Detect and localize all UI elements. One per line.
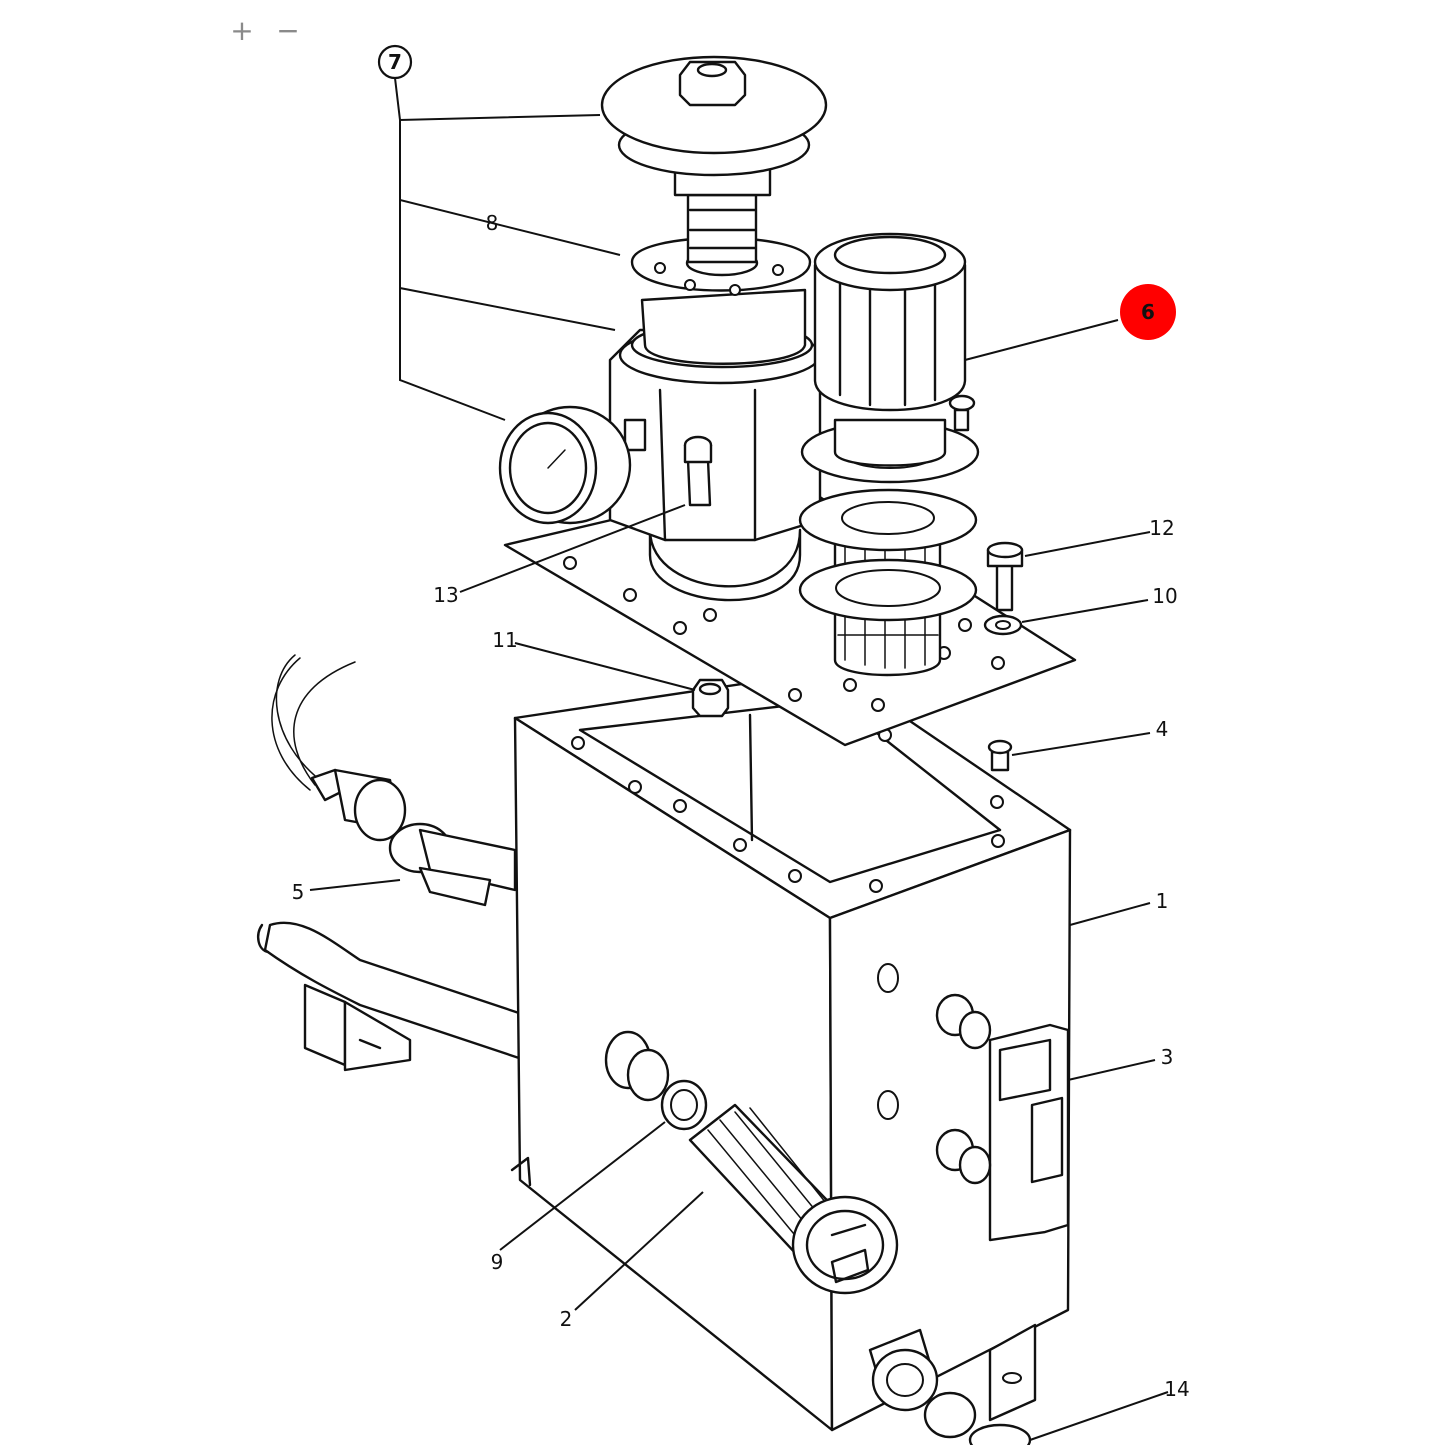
callout-6-highlighted[interactable]: 6 [1120, 284, 1176, 340]
callout-7[interactable]: 7 [377, 44, 413, 80]
callout-11-label[interactable]: 11 [492, 628, 517, 652]
return-filter-2 [688, 1103, 899, 1295]
callout-1-label[interactable]: 1 [1156, 889, 1169, 913]
callout-14-label[interactable]: 14 [1164, 1377, 1189, 1401]
washer-10 [983, 614, 1023, 636]
callout-7-label: 7 [388, 50, 402, 74]
zoom-in-button[interactable]: + [228, 14, 256, 48]
callout-6-label: 6 [1141, 300, 1155, 324]
return-pipe [256, 921, 527, 1072]
plug-4 [987, 739, 1013, 772]
callout-9-label[interactable]: 9 [491, 1250, 504, 1274]
pressure-gauge [498, 405, 647, 525]
tank-body [510, 668, 1072, 1432]
level-sensor [271, 654, 517, 907]
zoom-out-button[interactable]: − [274, 14, 302, 48]
suction-filter [798, 232, 980, 677]
highlight-marker [1120, 284, 1176, 340]
small-screw [948, 394, 976, 432]
pump-assembly [600, 55, 828, 602]
callout-4-label[interactable]: 4 [1156, 717, 1169, 741]
callout-13-label[interactable]: 13 [433, 583, 458, 607]
fitting-14 [868, 1328, 1032, 1445]
leader-lines [309, 77, 1169, 1441]
nut-11 [691, 678, 730, 718]
bolt-12 [986, 541, 1024, 612]
zoom-controls: + − [228, 14, 302, 48]
bolt-13 [683, 435, 713, 507]
level-gauge-3 [935, 993, 1070, 1242]
callout-8-label[interactable]: 8 [486, 211, 499, 235]
callout-12-label[interactable]: 12 [1149, 516, 1174, 540]
callout-3-label[interactable]: 3 [1161, 1045, 1174, 1069]
callout-2-label[interactable]: 2 [560, 1307, 573, 1331]
callout-10-label[interactable]: 10 [1152, 584, 1177, 608]
callout-5-label[interactable]: 5 [292, 880, 305, 904]
seal-9 [604, 1030, 708, 1131]
